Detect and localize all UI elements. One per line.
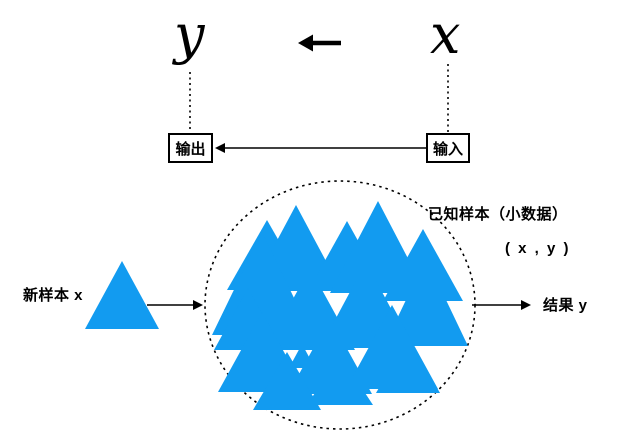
formula-input-var: x bbox=[430, 3, 461, 66]
arrow-head-icon bbox=[298, 34, 313, 52]
formula-output-var: y bbox=[174, 3, 205, 66]
result-label: 结果 y bbox=[543, 297, 588, 314]
sample-triangle bbox=[307, 355, 373, 405]
output-box: 输出 bbox=[168, 133, 213, 163]
arrow-head-icon bbox=[521, 300, 531, 310]
xy-pair-label: ( x , y ) bbox=[505, 240, 571, 257]
sample-triangle bbox=[385, 256, 411, 280]
input-box: 输入 bbox=[426, 133, 470, 163]
sample-triangle bbox=[384, 258, 468, 346]
new-sample-label: 新样本 x bbox=[23, 287, 84, 304]
sample-triangle bbox=[289, 344, 315, 368]
sample-triangle bbox=[253, 352, 321, 410]
arrow-head-icon bbox=[193, 300, 203, 310]
arrow-head-icon bbox=[215, 143, 225, 153]
sample-triangle bbox=[321, 336, 351, 364]
new-sample-triangle bbox=[85, 261, 159, 329]
known-samples-label: 已知样本（小数据） bbox=[428, 206, 568, 223]
sample-triangle bbox=[352, 252, 382, 280]
sample-triangle bbox=[376, 337, 440, 393]
